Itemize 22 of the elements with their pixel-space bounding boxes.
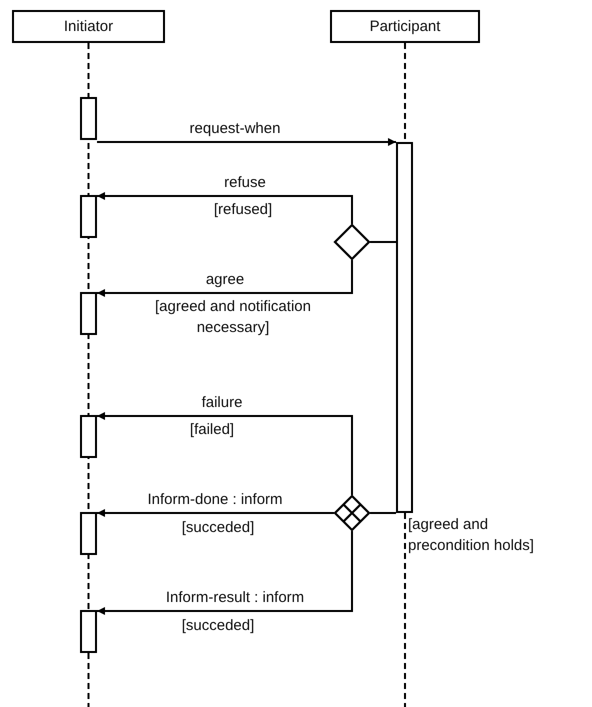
guard-condition: [refused] [214,200,272,220]
lifeline-header: Participant [330,10,480,43]
message-arrow [97,138,396,146]
activation-bar [396,142,413,513]
guard-condition: [agreed and notification necessary] [154,297,312,338]
message-arrow [97,260,353,297]
lifeline-header: Initiator [12,10,165,43]
message-arrow [97,509,334,517]
activation-bar [80,610,97,653]
activation-bar [80,195,97,238]
activation-bar [80,97,97,140]
message-arrow [97,531,353,615]
message-arrow [97,192,353,224]
activation-bar [80,415,97,458]
guard-condition: [succeded] [182,518,254,538]
decision-diamond [334,224,370,260]
activation-bar [80,512,97,555]
activation-bar [80,292,97,335]
message-arrow [97,412,353,495]
complex-gateway [334,495,370,531]
guard-condition: [succeded] [182,616,254,636]
guard-condition: [failed] [190,420,234,440]
